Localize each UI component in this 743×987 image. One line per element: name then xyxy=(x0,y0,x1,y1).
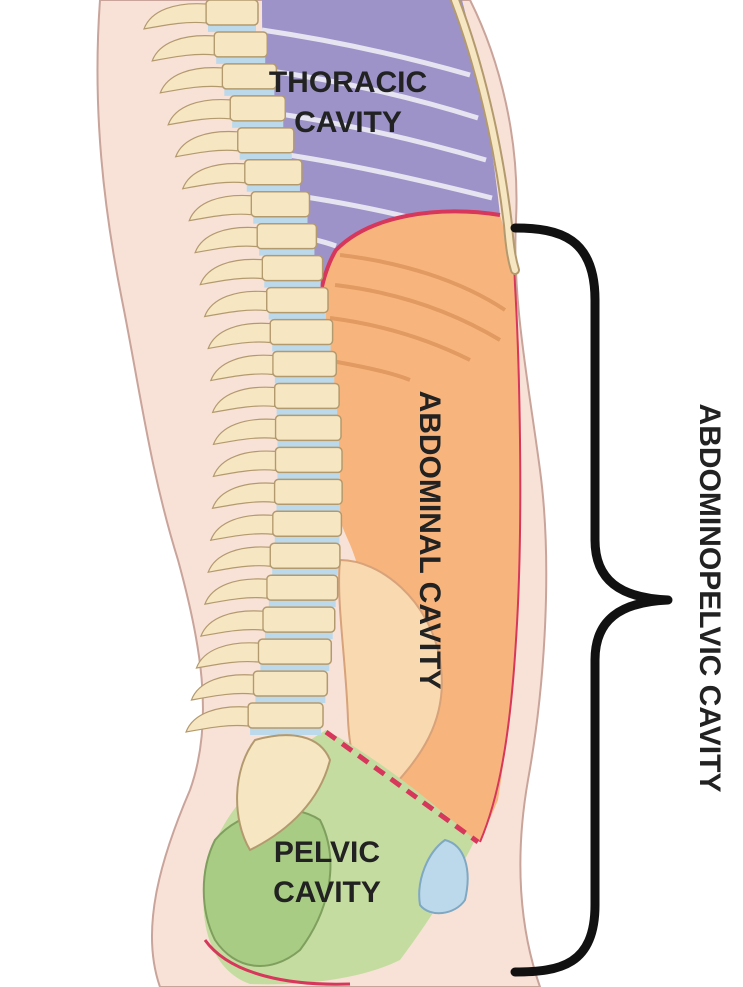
vertebra xyxy=(267,575,338,600)
intervertebral-disc xyxy=(264,281,320,288)
intervertebral-disc xyxy=(272,345,330,352)
pelvic-label-line2: CAVITY xyxy=(273,876,381,909)
abdominal-cavity-label: ABDOMINAL CAVITY xyxy=(413,391,446,690)
intervertebral-disc xyxy=(216,57,265,64)
intervertebral-disc xyxy=(255,696,325,703)
intervertebral-disc xyxy=(277,472,340,479)
intervertebral-disc xyxy=(247,185,300,192)
intervertebral-disc xyxy=(276,504,340,511)
intervertebral-disc xyxy=(275,536,340,543)
intervertebral-disc xyxy=(240,153,292,160)
intervertebral-disc xyxy=(259,249,314,256)
intervertebral-disc xyxy=(272,568,338,575)
vertebra xyxy=(273,352,336,377)
intervertebral-disc xyxy=(253,217,307,224)
vertebra xyxy=(275,447,342,472)
intervertebral-disc xyxy=(269,313,326,320)
vertebra xyxy=(262,256,322,281)
vertebra xyxy=(275,383,340,408)
vertebra xyxy=(267,288,328,313)
vertebra xyxy=(274,479,342,504)
intervertebral-disc xyxy=(277,408,338,415)
vertebra xyxy=(273,511,342,536)
vertebra xyxy=(270,543,340,568)
intervertebral-disc xyxy=(269,600,336,607)
vertebra xyxy=(245,160,302,185)
vertebra xyxy=(275,415,341,440)
intervertebral-disc xyxy=(250,728,321,735)
intervertebral-disc xyxy=(224,89,274,96)
vertebra xyxy=(253,671,327,696)
pelvic-label-line1: PELVIC xyxy=(274,836,380,869)
vertebra xyxy=(238,128,294,153)
intervertebral-disc xyxy=(232,121,283,128)
intervertebral-disc xyxy=(208,25,256,32)
vertebra xyxy=(270,320,332,345)
vertebra xyxy=(263,607,335,632)
thoracic-label-line1: THORACIC xyxy=(269,66,427,99)
vertebra xyxy=(214,32,267,57)
vertebra xyxy=(248,703,323,728)
vertebra xyxy=(230,96,285,121)
intervertebral-disc xyxy=(265,632,333,639)
abdominopelvic-cavity-label: ABDOMINOPELVIC CAVITY xyxy=(693,404,726,793)
vertebra xyxy=(251,192,309,217)
intervertebral-disc xyxy=(260,664,329,671)
vertebra xyxy=(257,224,316,249)
vertebra xyxy=(258,639,331,664)
intervertebral-disc xyxy=(277,440,339,447)
intervertebral-disc xyxy=(275,376,334,383)
thoracic-label-line2: CAVITY xyxy=(294,106,402,139)
vertebra xyxy=(206,0,258,25)
